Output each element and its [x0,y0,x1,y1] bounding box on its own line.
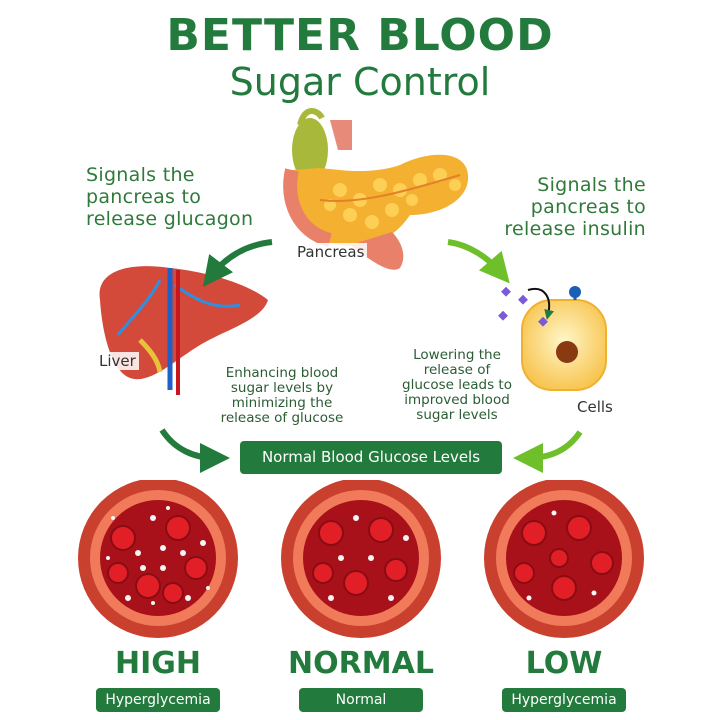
state-low-tag: Hyperglycemia [502,688,626,712]
pancreas-illustration [283,108,469,270]
cells-label: Cells [577,398,613,416]
normal-glucose-banner: Normal Blood Glucose Levels [240,441,502,474]
glucagon-effect-note: Enhancing blood sugar levels by minimizi… [212,366,352,426]
glucagon-signal-line: Signals the [86,164,195,186]
cell-illustration [498,286,607,391]
pancreas-label: Pancreas [294,243,368,261]
note-line: minimizing the [231,395,333,411]
note-line: improved blood [404,392,510,408]
note-line: Lowering the [413,347,501,363]
insulin-signal-line: release insulin [504,218,646,240]
insulin-signal-line: Signals the [537,174,646,196]
state-high-tag: Hyperglycemia [96,688,220,712]
liver-illustration [99,266,268,395]
arrow-left-to-banner [159,428,230,473]
glucagon-signal-line: pancreas to [86,186,202,208]
note-line: sugar levels [416,407,498,423]
state-normal-label: NORMAL [288,646,434,681]
insulin-signal-text: Signals the pancreas to release insulin [470,174,646,240]
note-line: sugar levels by [230,380,334,396]
vessels [78,480,644,638]
insulin-signal-line: pancreas to [530,196,646,218]
insulin-effect-note: Lowering the release of glucose leads to… [392,348,522,423]
vessel-high [78,480,238,638]
arrow-right-to-banner [513,430,583,473]
note-line: release of [423,362,491,378]
arrow-to-cells [447,239,510,284]
state-normal-tag: Normal [299,688,423,712]
note-line: release of glucose [220,410,344,426]
note-line: glucose leads to [402,377,512,393]
liver-label: Liver [96,352,139,370]
illustration [99,108,607,473]
glucagon-signal-text: Signals the pancreas to release glucagon [86,164,253,230]
title-line-2: Sugar Control [229,60,491,104]
glucagon-signal-line: release glucagon [86,208,254,230]
state-low-label: LOW [525,646,603,681]
vessel-low [484,480,644,638]
state-high-label: HIGH [114,646,201,681]
title-line-1: BETTER BLOOD [166,10,554,61]
vessel-normal [281,480,441,638]
note-line: Enhancing blood [225,365,339,381]
arrow-to-liver [202,239,273,287]
